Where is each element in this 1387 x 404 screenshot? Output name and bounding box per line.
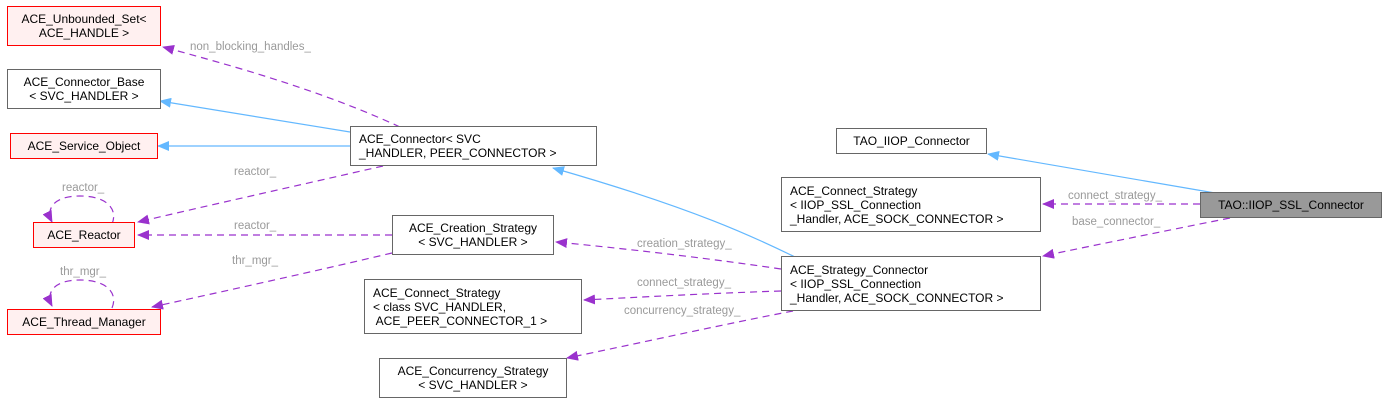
node-ace-connector[interactable]: ACE_Connector< SVC _HANDLER, PEER_CONNEC… bbox=[350, 126, 597, 166]
edge-reactor-connector bbox=[137, 165, 384, 225]
node-ace-reactor[interactable]: ACE_Reactor bbox=[33, 222, 135, 248]
edge-label-creation-strategy: creation_strategy_ bbox=[637, 238, 732, 250]
edge-creation-strategy bbox=[555, 238, 782, 270]
edge-reactor-self bbox=[42, 195, 115, 225]
node-label-line: ACE_HANDLE > bbox=[38, 26, 130, 40]
node-label-line: ACE_Connect_Strategy bbox=[373, 285, 501, 300]
edge-label-connect-strategy-generic: connect_strategy_ bbox=[637, 277, 731, 289]
node-label-line: ACE_Strategy_Connector bbox=[790, 262, 929, 277]
node-label-line: _Handler, ACE_SOCK_CONNECTOR > bbox=[790, 290, 1004, 305]
edge-label-reactor-self: reactor_ bbox=[62, 182, 105, 194]
node-ace-strategy-connector[interactable]: ACE_Strategy_Connector < IIOP_SSL_Connec… bbox=[781, 256, 1041, 311]
edge-label-thr-mgr-self: thr_mgr_ bbox=[60, 266, 107, 278]
node-ace-connect-strategy-generic[interactable]: ACE_Connect_Strategy < class SVC_HANDLER… bbox=[364, 279, 582, 334]
edge-base-connector bbox=[1042, 217, 1231, 259]
node-label-line: < SVC_HANDLER > bbox=[418, 378, 528, 392]
node-label-line: _Handler, ACE_SOCK_CONNECTOR > bbox=[790, 211, 1004, 226]
node-label-line: ACE_Connector< SVC bbox=[359, 132, 481, 146]
node-label-line: ACE_PEER_CONNECTOR_1 > bbox=[373, 313, 548, 328]
edge-connect-strategy-generic bbox=[583, 290, 782, 305]
edge-label-non-blocking-handles: non_blocking_handles_ bbox=[190, 41, 311, 53]
node-ace-service-object[interactable]: ACE_Service_Object bbox=[10, 133, 158, 159]
node-ace-unbounded-set[interactable]: ACE_Unbounded_Set< ACE_HANDLE > bbox=[7, 6, 161, 46]
edge-focus-to-tao-iiop bbox=[987, 150, 1216, 194]
edge-label-thr-mgr-creation: thr_mgr_ bbox=[232, 255, 279, 267]
node-tao-iiop-connector[interactable]: TAO_IIOP_Connector bbox=[836, 128, 987, 154]
node-label-line: < class SVC_HANDLER, bbox=[373, 299, 507, 314]
node-label-line: ACE_Unbounded_Set< bbox=[21, 12, 147, 26]
edge-label-reactor-creation: reactor_ bbox=[234, 220, 277, 232]
node-label-line: ACE_Concurrency_Strategy bbox=[397, 364, 549, 378]
node-label-line: ACE_Thread_Manager bbox=[22, 315, 146, 329]
edge-concurrency-strategy bbox=[566, 310, 794, 361]
node-label-line: < SVC_HANDLER > bbox=[29, 89, 139, 103]
edge-label-base-connector: base_connector_ bbox=[1072, 216, 1161, 228]
node-ace-thread-manager[interactable]: ACE_Thread_Manager bbox=[7, 309, 161, 335]
node-label-line: ACE_Reactor bbox=[47, 228, 121, 242]
edge-thr-mgr-self bbox=[42, 279, 115, 309]
node-label-line: TAO_IIOP_Connector bbox=[853, 134, 970, 148]
node-label-line: _HANDLER, PEER_CONNECTOR > bbox=[359, 146, 557, 160]
node-label-line: < SVC_HANDLER > bbox=[418, 235, 528, 249]
node-ace-creation-strategy[interactable]: ACE_Creation_Strategy < SVC_HANDLER > bbox=[392, 215, 554, 255]
edge-thr-mgr-creation bbox=[151, 252, 393, 310]
node-label-line: ACE_Connect_Strategy bbox=[790, 183, 918, 198]
node-label-line: ACE_Connector_Base bbox=[23, 75, 145, 89]
node-ace-connector-base[interactable]: ACE_Connector_Base < SVC_HANDLER > bbox=[7, 69, 161, 109]
node-ace-concurrency-strategy[interactable]: ACE_Concurrency_Strategy < SVC_HANDLER > bbox=[379, 358, 567, 398]
edge-strategy-connector-to-connector bbox=[552, 166, 796, 258]
node-label-line: < IIOP_SSL_Connection bbox=[790, 197, 922, 212]
edge-label-connect-strategy-ssl: connect_strategy_ bbox=[1068, 190, 1162, 202]
edge-label-concurrency-strategy: concurrency_strategy_ bbox=[624, 305, 741, 317]
node-tao-iiop-ssl-connector[interactable]: TAO::IIOP_SSL_Connector bbox=[1200, 192, 1382, 218]
node-label-line: ACE_Service_Object bbox=[27, 139, 141, 153]
edge-connector-to-connector-base bbox=[159, 97, 351, 133]
node-ace-connect-strategy-ssl[interactable]: ACE_Connect_Strategy < IIOP_SSL_Connecti… bbox=[781, 177, 1041, 232]
edge-non-blocking-handles bbox=[162, 45, 401, 128]
edge-label-reactor-connector: reactor_ bbox=[234, 166, 277, 178]
node-label-line: TAO::IIOP_SSL_Connector bbox=[1218, 198, 1364, 212]
node-label-line: ACE_Creation_Strategy bbox=[408, 221, 538, 235]
node-label-line: < IIOP_SSL_Connection bbox=[790, 276, 922, 291]
